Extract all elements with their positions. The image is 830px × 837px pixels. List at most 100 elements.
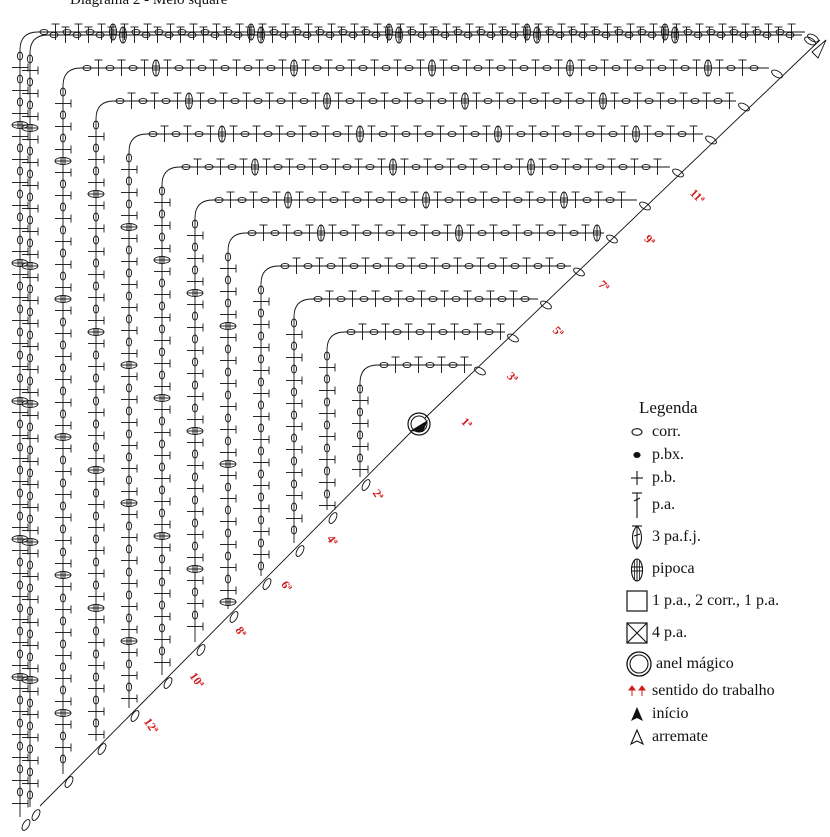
chain-stitch [59, 248, 67, 258]
chain-stitch [224, 436, 232, 446]
double-crochet-stitch [387, 191, 396, 208]
chain-stitch [158, 623, 166, 633]
double-crochet-stitch [439, 59, 448, 76]
chain-stitch [158, 347, 166, 357]
popcorn-stitch [671, 26, 679, 44]
chain-stitch [92, 442, 100, 452]
chain-stitch [16, 373, 24, 383]
chain-stitch [223, 28, 233, 36]
chain-stitch [26, 284, 34, 294]
chain-stitch [438, 328, 448, 336]
double-crochet-stitch [413, 125, 422, 142]
double-crochet-icon [622, 490, 652, 520]
round-label: 8ª [232, 624, 249, 640]
double-crochet-stitch [88, 316, 105, 325]
double-crochet-stitch [449, 92, 458, 109]
popcorn-stitch [153, 256, 171, 264]
chain-stitch [92, 143, 100, 153]
chain-stitch [657, 64, 667, 72]
chain-stitch [352, 196, 362, 204]
double-crochet-stitch [324, 59, 333, 76]
chain-stitch [706, 28, 716, 36]
chain-stitch [356, 384, 364, 394]
chain-stitch [424, 130, 434, 138]
popcorn-stitch [120, 637, 138, 645]
double-crochet-stitch [384, 257, 393, 274]
chain-stitch [533, 262, 543, 270]
chain-stitch [621, 97, 631, 105]
chain-stitch [200, 28, 210, 36]
legend-item-single-crochet: p.b. [622, 466, 828, 489]
chain-stitch [552, 97, 562, 105]
double-crochet-stitch [551, 125, 560, 142]
double-crochet-stitch [358, 323, 367, 340]
chain-stitch [395, 262, 405, 270]
chain-stitch [158, 324, 166, 334]
double-crochet-stitch [216, 158, 225, 175]
double-crochet-stitch [22, 204, 39, 213]
double-crochet-stitch [121, 257, 138, 266]
double-crochet-stitch [381, 323, 390, 340]
double-crochet-stitch [253, 481, 270, 490]
chain-stitch [375, 196, 385, 204]
popcorn-stitch [251, 158, 259, 176]
double-crochet-stitch [187, 484, 204, 493]
double-crochet-stitch [187, 323, 204, 332]
chain-stitch [154, 28, 164, 36]
chain-stitch [606, 234, 618, 244]
double-crochet-stitch [154, 520, 171, 529]
chain-stitch [262, 578, 272, 590]
chain-stitch [191, 518, 199, 528]
chain-stitch [358, 64, 368, 72]
chain-stitch [26, 215, 34, 225]
chain-stitch [257, 377, 265, 387]
chain-stitch [26, 629, 34, 639]
chain-stitch [130, 710, 140, 722]
chain-stitch [59, 731, 67, 741]
chain-stitch [92, 626, 100, 636]
double-crochet-stitch [558, 224, 567, 241]
chain-stitch [26, 721, 34, 731]
double-crochet-stitch [12, 707, 29, 716]
chain-stitch [290, 456, 298, 466]
double-crochet-stitch [183, 125, 192, 142]
chain-stitch [346, 328, 356, 336]
double-crochet-stitch [286, 353, 303, 362]
chain-stitch [224, 367, 232, 377]
double-crochet-stitch [55, 283, 72, 292]
double-crochet-stitch [286, 330, 303, 339]
double-crochet-stitch [88, 661, 105, 670]
double-crochet-stitch [433, 191, 442, 208]
double-crochet-stitch [319, 363, 336, 372]
double-crochet-stitch [414, 356, 423, 373]
chain-stitch [434, 163, 444, 171]
chain-stitch [591, 28, 601, 36]
chain-stitch [290, 433, 298, 443]
chain-stitch [125, 429, 133, 439]
chain-stitch [85, 28, 95, 36]
double-crochet-stitch [219, 92, 228, 109]
double-crochet-stitch [319, 409, 336, 418]
double-crochet-stitch [88, 684, 105, 693]
chain-stitch [372, 262, 382, 270]
double-crochet-stitch [209, 59, 218, 76]
chain-stitch [16, 212, 24, 222]
double-crochet-stitch [12, 155, 29, 164]
chain-stitch [125, 544, 133, 554]
double-crochet-stitch [55, 720, 72, 729]
square-x-icon [622, 618, 652, 648]
legend-item-square-x: 4 p.a. [622, 617, 828, 649]
chain-stitch [641, 163, 651, 171]
double-crochet-stitch [121, 441, 138, 450]
chain-stitch [672, 168, 684, 178]
double-crochet-stitch [488, 23, 497, 40]
double-crochet-stitch [121, 418, 138, 427]
double-crochet-stitch [173, 92, 182, 109]
double-crochet-stitch [88, 638, 105, 647]
popcorn-stitch [323, 92, 331, 110]
chain-stitch [726, 64, 736, 72]
popcorn-stitch [533, 26, 541, 44]
chain-stitch [461, 328, 471, 336]
chain-stitch [191, 610, 199, 620]
chain-stitch [92, 235, 100, 245]
